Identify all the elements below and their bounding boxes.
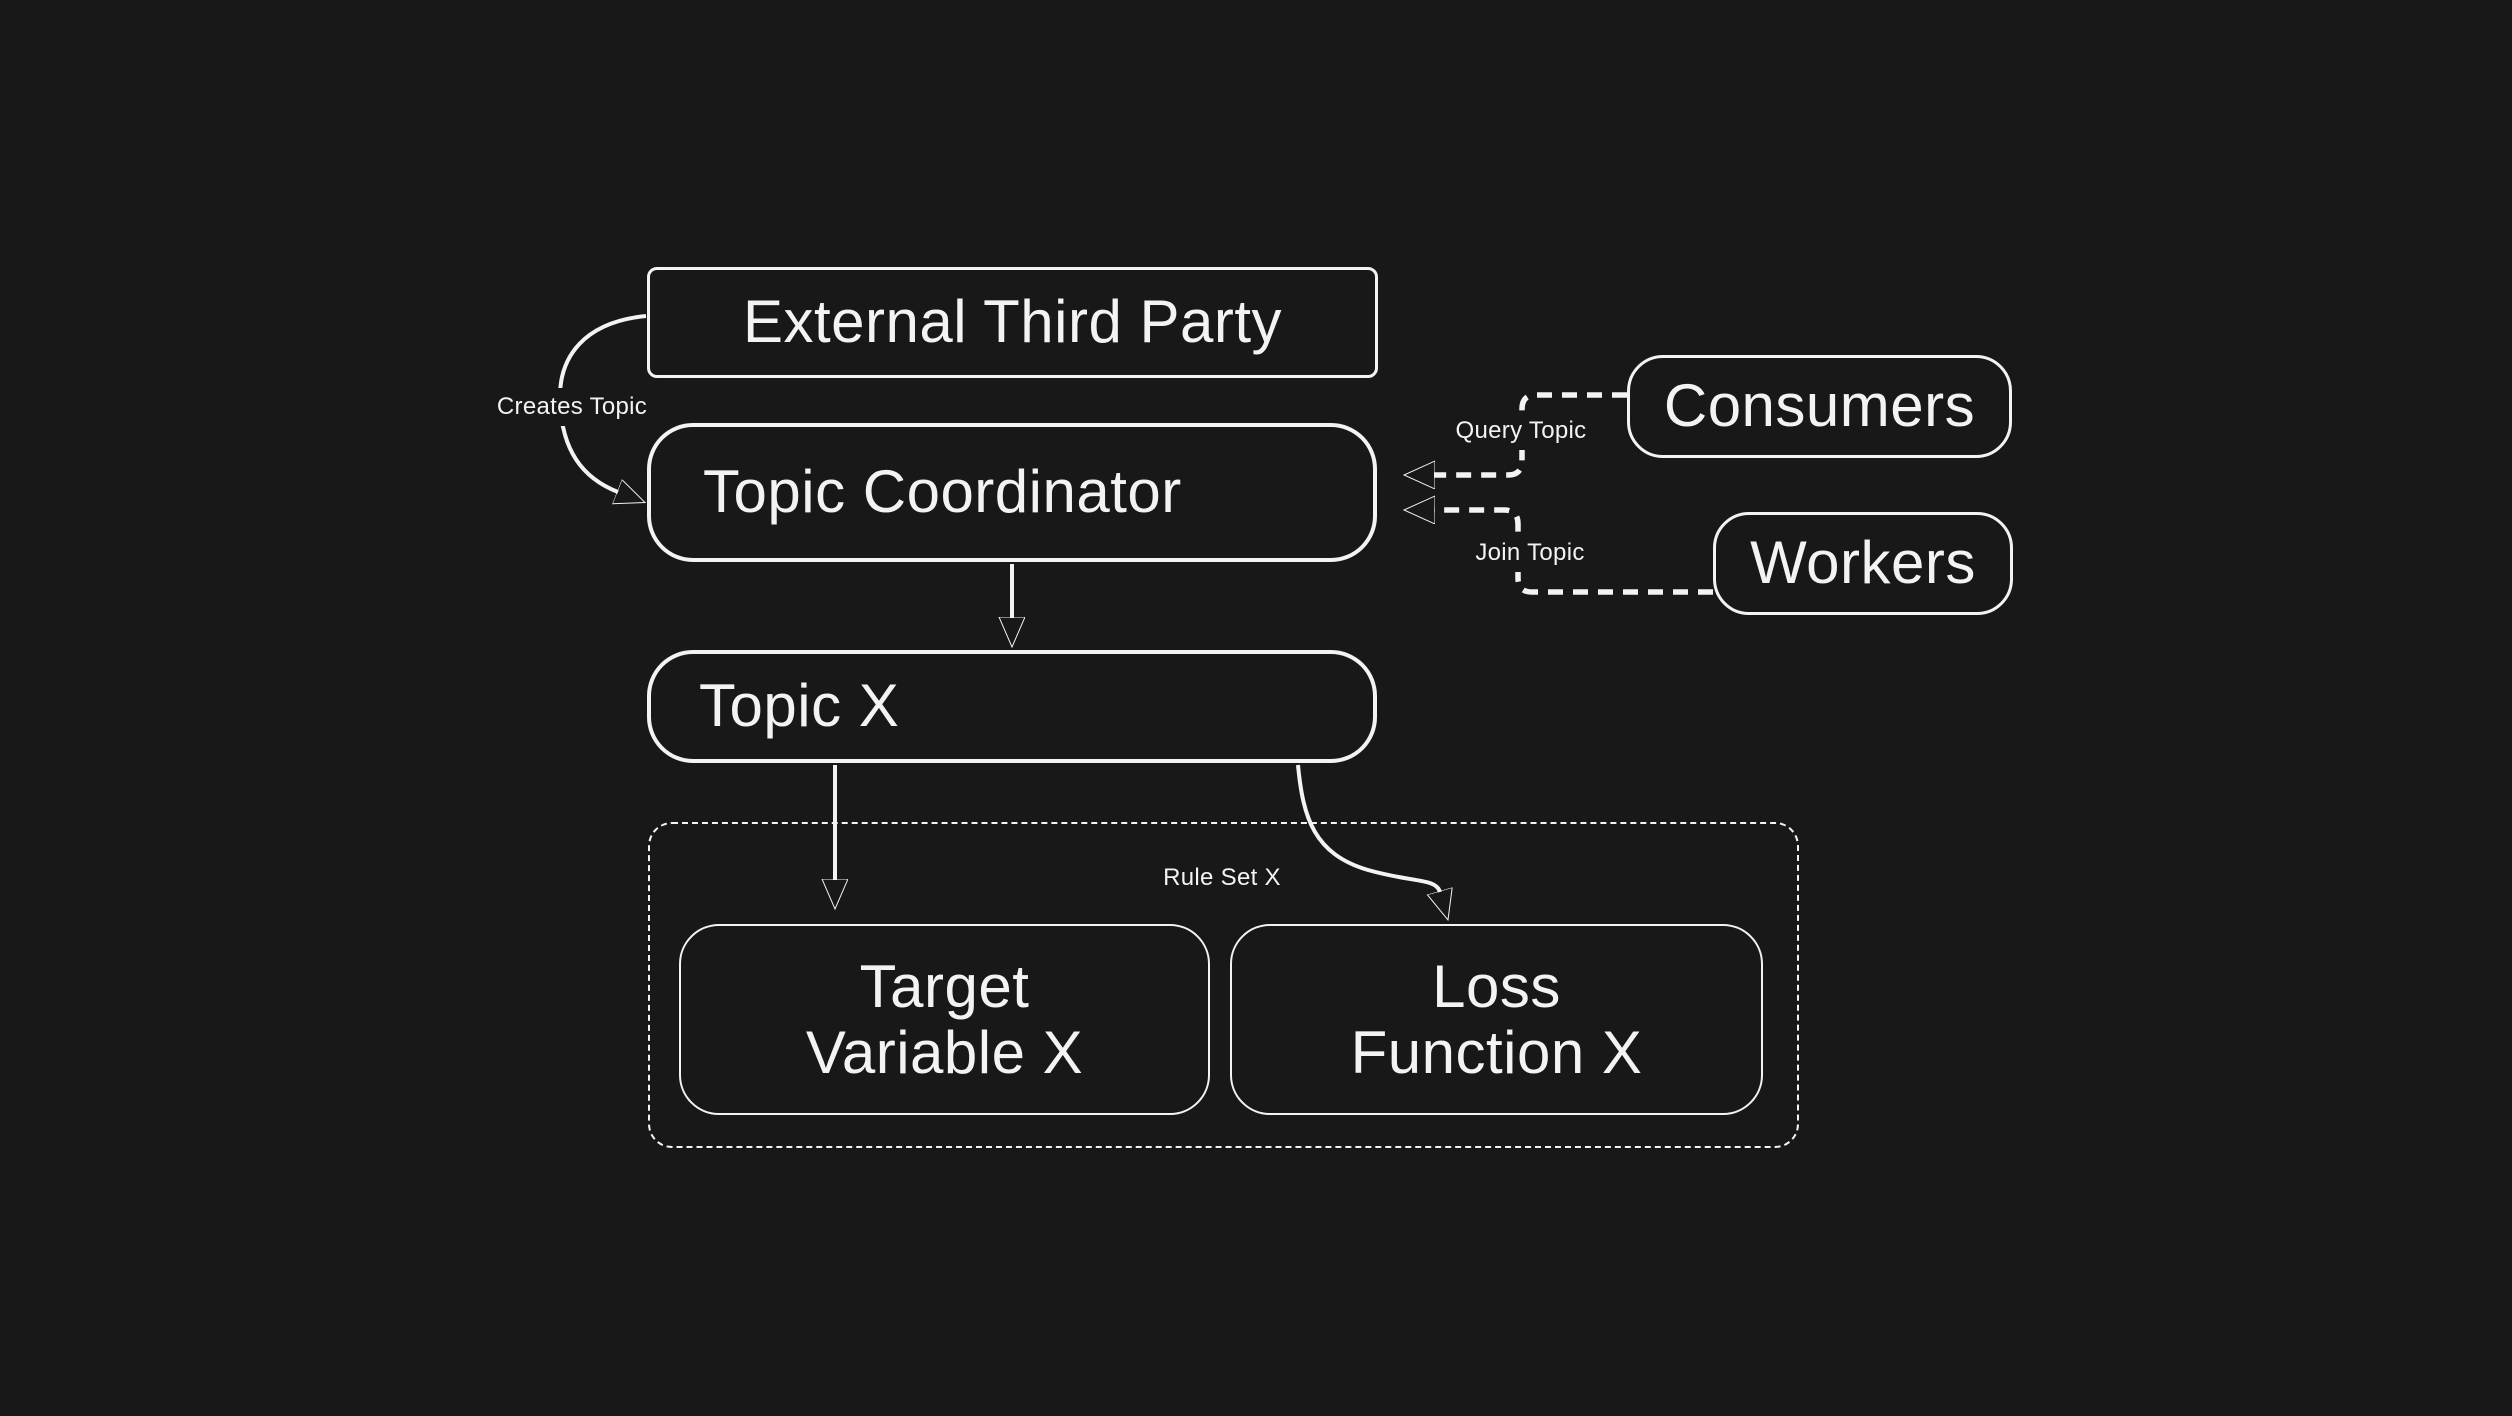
edge-topicx-to-loss xyxy=(1296,764,1440,892)
node-workers: Workers xyxy=(1713,512,2013,615)
node-label: Consumers xyxy=(1663,372,1976,440)
node-label-line1: Target xyxy=(859,952,1030,1020)
edge-label-join-topic: Join Topic xyxy=(1463,534,1597,572)
node-label: Workers xyxy=(1750,529,1976,597)
node-label-line2: Variable X xyxy=(805,1018,1084,1086)
node-topic-coordinator: Topic Coordinator xyxy=(647,423,1377,562)
node-topic-x: Topic X xyxy=(647,650,1377,763)
edge-label-rule-set-x: Rule Set X xyxy=(1163,864,1281,891)
node-consumers: Consumers xyxy=(1627,355,2012,458)
edge-label-query-topic: Query Topic xyxy=(1443,412,1599,450)
node-label-line1: Loss xyxy=(1432,952,1561,1020)
node-label-line2: Function X xyxy=(1350,1018,1643,1086)
edge-label-creates-topic: Creates Topic xyxy=(484,388,660,426)
rule-set-container xyxy=(648,822,1799,1148)
node-label: External Third Party xyxy=(742,288,1283,356)
node-loss-function-x: Loss Function X xyxy=(1230,924,1763,1115)
node-external-third-party: External Third Party xyxy=(647,267,1378,378)
node-target-variable-x: Target Variable X xyxy=(679,924,1210,1115)
node-label: Topic Coordinator xyxy=(703,458,1182,526)
node-label: Topic X xyxy=(699,672,900,740)
